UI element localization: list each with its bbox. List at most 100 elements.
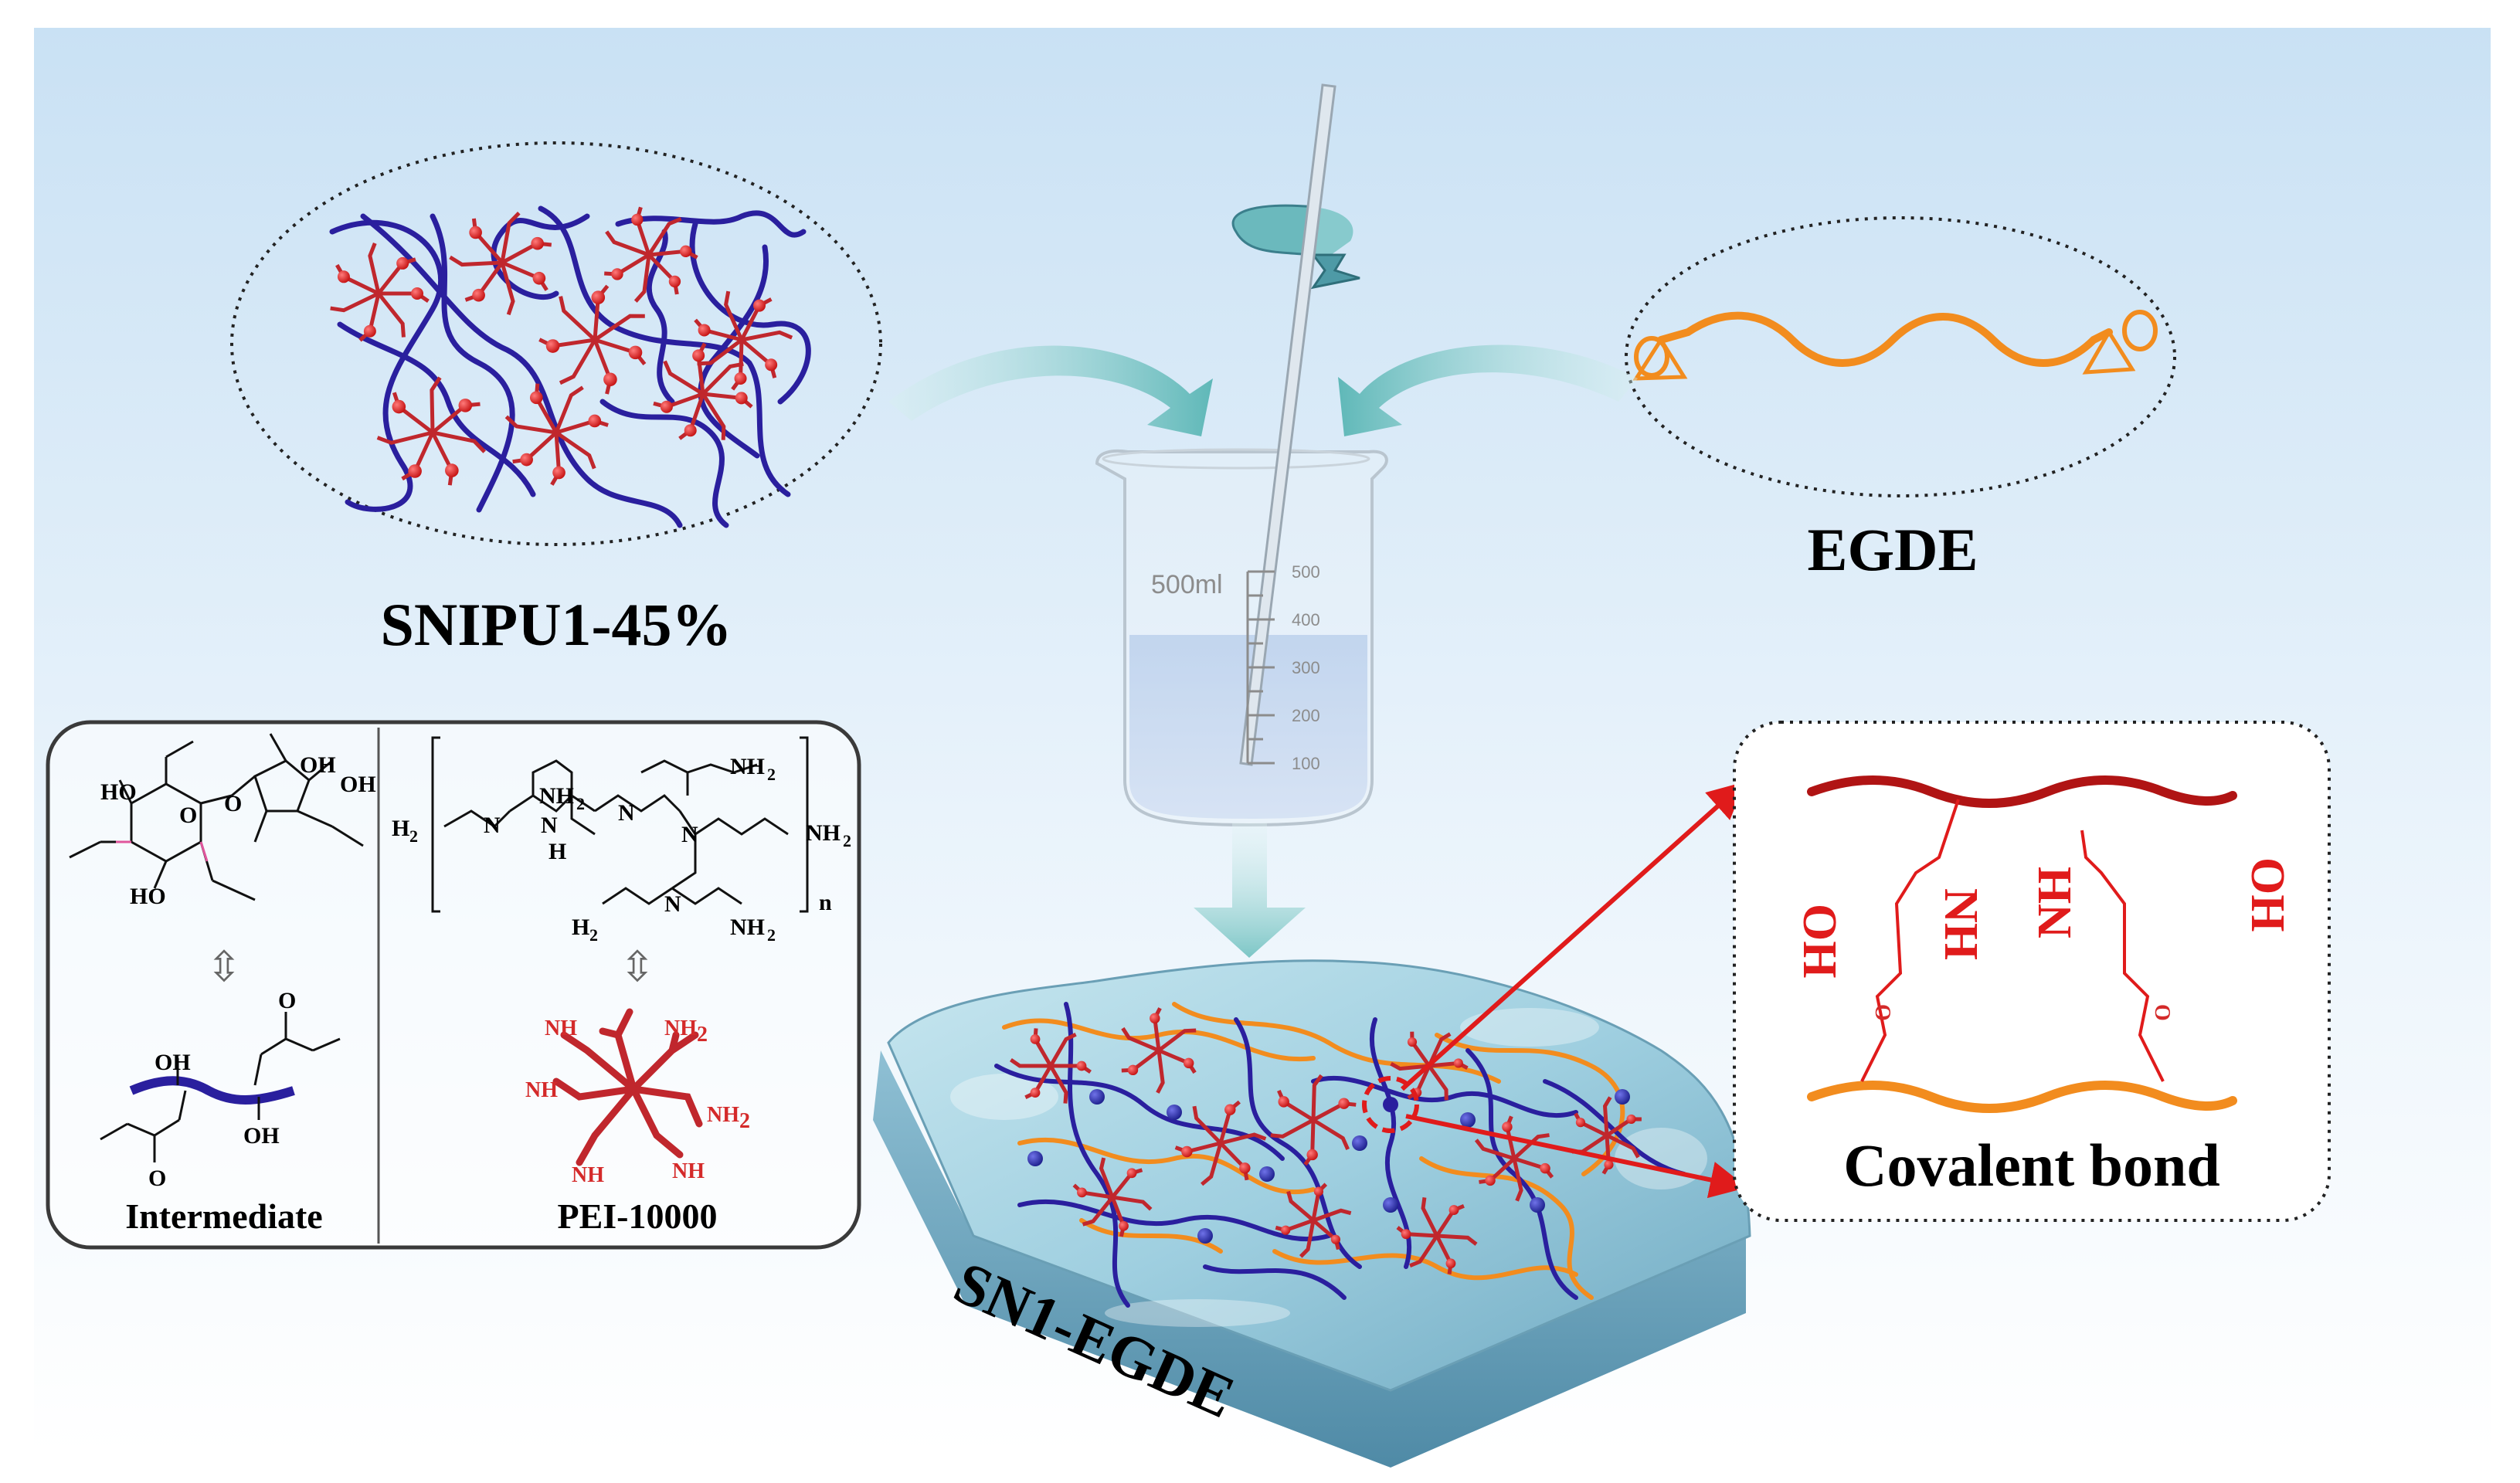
crosslink-node — [680, 245, 692, 258]
crosslink-node — [1485, 1175, 1496, 1186]
crosslink-node — [469, 226, 482, 239]
crosslink-node — [1150, 1013, 1160, 1024]
covalent-oh-left: OH — [1793, 904, 1846, 978]
crosslink-node — [1604, 1159, 1614, 1169]
pei-star-unit — [1121, 1007, 1197, 1094]
pei-star-unit — [538, 284, 647, 395]
double-arrow-left: ⇳ — [206, 944, 241, 990]
crosslink-node — [1077, 1187, 1087, 1198]
pei-star-nh2-1-sub: 2 — [697, 1023, 708, 1047]
crosslink-node — [411, 287, 423, 300]
covalent-bond-panel: OH NH NH OH O O Covalent bond — [1733, 721, 2331, 1222]
crosslink-node — [458, 399, 473, 412]
crosslink-node — [1030, 1088, 1041, 1098]
pei-h-1: H — [548, 839, 566, 864]
egde-group — [1625, 216, 2176, 497]
crosslink-node — [660, 400, 673, 413]
covalent-nh-right: NH — [2029, 867, 2081, 938]
covalent-o-right: O — [2150, 1004, 2174, 1021]
crosslink-node — [1540, 1162, 1550, 1174]
beaker-tick-500: 500 — [1292, 562, 1320, 582]
crosslink-node — [1030, 1033, 1041, 1044]
covalent-bond-label: Covalent bond — [1843, 1132, 2220, 1199]
pei-star-unit — [1474, 1115, 1554, 1202]
pei-n-3: N — [618, 800, 635, 826]
crosslink-node — [611, 268, 623, 280]
pei-star-nh2-6: NH — [545, 1016, 577, 1040]
covalent-top-chain — [1807, 775, 2237, 808]
blue-node — [1089, 1089, 1105, 1105]
pei-star-unit — [1072, 1157, 1153, 1237]
pei-nh2-top-sub: 2 — [576, 794, 585, 813]
crosslink-node — [628, 345, 643, 360]
intermediate-ho-2: HO — [130, 884, 166, 909]
arrow-left-to-beaker — [888, 345, 1213, 436]
arrow-right-to-beaker — [1338, 344, 1638, 436]
pei-star-unit — [604, 206, 698, 303]
pei-star-unit — [1275, 1183, 1352, 1258]
crosslink-node — [1076, 1060, 1087, 1071]
covalent-linker-left — [1860, 799, 1960, 1082]
intermediate-label: Intermediate — [125, 1196, 322, 1236]
crosslink-node — [1127, 1064, 1139, 1076]
crosslink-node — [337, 270, 350, 283]
blue-node — [1530, 1197, 1545, 1213]
epoxide-right — [2082, 310, 2158, 375]
crosslink-node — [529, 391, 543, 405]
hydrogel-block — [873, 959, 1751, 1468]
intermediate-o-1: O — [224, 791, 242, 816]
pei-star — [552, 1008, 703, 1166]
pointer-arrow-top — [1400, 781, 1745, 1091]
crosslink-node — [1445, 1258, 1456, 1269]
crosslink-node — [692, 349, 705, 362]
chain-oh-2: OH — [243, 1123, 280, 1149]
pei-star-unit — [504, 383, 609, 486]
block-highlights — [950, 1008, 1707, 1327]
pei-nh2-bottom-sub: 2 — [767, 925, 776, 945]
crosslink-node — [668, 275, 681, 288]
beaker-scale — [1246, 570, 1275, 765]
crosslink-node — [603, 372, 617, 387]
chain-o-1: O — [278, 988, 296, 1013]
crosslink-node — [1502, 1122, 1513, 1132]
rotation-arrow-icon — [1231, 204, 1360, 290]
pei-nh2-top: NH — [539, 783, 574, 809]
intermediate-structure-pink — [116, 840, 209, 862]
pei-label: PEI-10000 — [558, 1196, 718, 1236]
blue-node — [1027, 1151, 1043, 1166]
chain-oh-1: OH — [155, 1050, 191, 1075]
beaker: 500ml 500 400 300 200 100 — [1095, 83, 1388, 827]
pei-n-1: N — [484, 813, 501, 838]
crosslink-node — [1407, 1037, 1418, 1047]
egde-ellipse — [1625, 216, 2176, 497]
crosslink-node — [588, 414, 602, 428]
crosslink-node — [392, 399, 406, 414]
pei-star-unit — [694, 290, 793, 391]
bond-highlight-circle — [1362, 1076, 1419, 1133]
crosslink-node — [363, 324, 376, 338]
crosslink-node — [1183, 1057, 1194, 1069]
pei-star-unit — [449, 212, 552, 316]
blue-node — [1383, 1197, 1398, 1213]
crosslink-node — [631, 213, 644, 226]
crosslink-node — [531, 236, 545, 250]
pointer-arrow-bottom — [1405, 1114, 1747, 1199]
pei-structure — [431, 736, 809, 913]
crosslink-node — [408, 464, 422, 478]
pei-nh2-top2: NH — [730, 754, 765, 779]
covalent-nh-left: NH — [1934, 888, 1987, 960]
pei-star-nh2-2-sub: 2 — [739, 1109, 750, 1133]
arrow-down-to-product — [1194, 823, 1306, 958]
pei-star-unit — [1270, 1074, 1357, 1166]
crosslink-node — [753, 299, 766, 312]
blue-node — [1615, 1089, 1630, 1105]
blue-node — [1197, 1228, 1213, 1244]
pei-star-nh2-5: NH — [525, 1078, 558, 1102]
crosslink-node — [1224, 1104, 1236, 1115]
intermediate-oh-top: OH — [300, 752, 336, 778]
crosslink-node — [684, 424, 697, 437]
pei-star-unit — [330, 243, 430, 342]
covalent-bond-frame — [1733, 721, 2331, 1222]
crosslink-node — [1575, 1118, 1586, 1128]
intermediate-chain — [100, 1012, 341, 1162]
